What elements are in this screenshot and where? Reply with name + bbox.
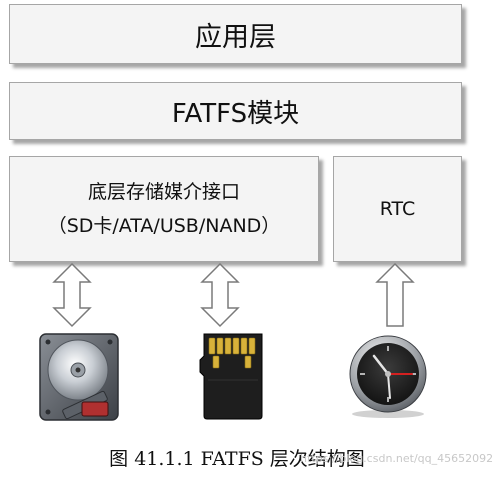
up-arrow-rtc bbox=[375, 262, 415, 327]
storage-interface-label: 底层存储媒介接口 bbox=[87, 181, 240, 203]
sd-card-icon bbox=[199, 333, 263, 420]
rtc-label: RTC bbox=[379, 198, 416, 220]
rtc-box: RTC bbox=[333, 156, 462, 262]
fatfs-module-label: FATFS模块 bbox=[171, 98, 300, 129]
app-layer-box: 应用层 bbox=[9, 4, 462, 64]
hard-disk-icon bbox=[39, 333, 119, 421]
storage-interface-box: 底层存储媒介接口 （SD卡/ATA/USB/NAND） bbox=[9, 156, 319, 262]
double-arrow-middle bbox=[200, 262, 240, 328]
fatfs-module-box: FATFS模块 bbox=[9, 82, 462, 140]
watermark: https://blog.csdn.net/qq_45652092 bbox=[300, 452, 493, 465]
app-layer-label: 应用层 bbox=[195, 21, 276, 53]
figure-caption: 图 41.1.1 FATFS 层次结构图 bbox=[109, 448, 365, 470]
storage-interface-sublabel: （SD卡/ATA/USB/NAND） bbox=[47, 215, 281, 237]
clock-icon bbox=[349, 335, 427, 418]
double-arrow-left bbox=[52, 262, 92, 328]
